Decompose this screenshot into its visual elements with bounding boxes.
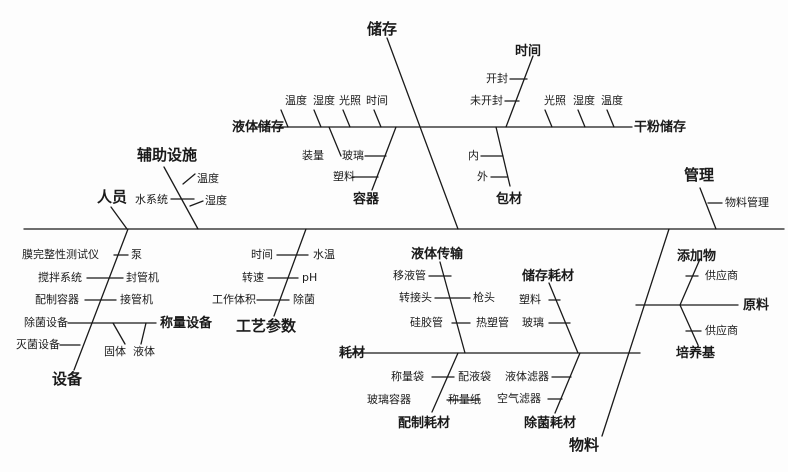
equip-weighing: 称量设备 <box>160 316 213 331</box>
liquid-factor-humidity: 湿度 <box>313 94 335 107</box>
liquid-storage: 液体储存 <box>232 120 285 135</box>
bone-auxiliary <box>163 166 199 230</box>
mat-medium: 培养基 <box>676 346 716 361</box>
cons-gun-head: 枪头 <box>473 291 495 304</box>
equip-sterilizer: 灭菌设备 <box>16 338 60 351</box>
proc-water-temp: 水温 <box>313 248 335 261</box>
category-consumables: 耗材 <box>339 346 366 361</box>
storage-plastic: 塑料 <box>333 170 355 183</box>
cons-liquid-transfer: 液体传输 <box>411 247 464 262</box>
cons-glass: 玻璃 <box>522 316 544 329</box>
category-storage: 储存 <box>367 20 398 38</box>
cons-sterilizing: 除菌耗材 <box>524 416 577 431</box>
aux-temperature: 温度 <box>197 172 219 185</box>
proc-ph: pH <box>302 271 318 284</box>
aux-water-system: 水系统 <box>135 193 168 206</box>
cons-storage: 储存耗材 <box>522 269 575 284</box>
equip-mixing-container: 配制容器 <box>35 293 79 306</box>
storage-glass: 玻璃 <box>342 149 364 162</box>
cons-mixing: 配制耗材 <box>398 416 451 431</box>
category-materials: 物料 <box>569 436 600 454</box>
equip-integrity-tester: 膜完整性测试仪 <box>22 248 99 261</box>
cons-air-filter: 空气滤器 <box>497 392 541 405</box>
bone-personnel <box>110 206 128 230</box>
equip-sterilizing: 除菌设备 <box>24 316 68 329</box>
cons-adapter: 转接头 <box>399 291 432 304</box>
storage-unopened: 未开封 <box>470 94 503 107</box>
bone-process <box>273 228 307 317</box>
proc-sterilization: 除菌 <box>293 293 315 306</box>
equip-tube-welder: 接管机 <box>120 293 153 306</box>
category-process-params: 工艺参数 <box>236 317 297 335</box>
equip-solid: 固体 <box>104 345 126 358</box>
equip-liquid: 液体 <box>133 345 155 358</box>
proc-speed: 转速 <box>242 271 264 284</box>
cons-liquid-filter: 液体滤器 <box>505 370 549 383</box>
category-personnel: 人员 <box>97 188 128 206</box>
bone-management <box>699 187 717 230</box>
category-auxiliary: 辅助设施 <box>137 146 198 164</box>
category-management: 管理 <box>684 166 715 184</box>
storage-container: 容器 <box>353 192 380 207</box>
bone-materials <box>601 228 670 437</box>
dry-factor-temp: 温度 <box>601 94 623 107</box>
proc-volume: 工作体积 <box>212 293 256 306</box>
mat-supplier-2: 供应商 <box>705 324 738 337</box>
proc-time: 时间 <box>251 248 273 261</box>
cons-transfer-tube: 移液管 <box>393 269 426 282</box>
storage-packaging: 包材 <box>496 192 523 207</box>
storage-time: 时间 <box>515 44 542 59</box>
mat-raw-material: 原料 <box>743 298 770 313</box>
liquid-factor-time: 时间 <box>366 94 388 107</box>
cons-glass-container: 玻璃容器 <box>367 393 411 406</box>
aux-humidity: 湿度 <box>205 194 227 207</box>
cons-silicone-tube: 硅胶管 <box>410 316 443 329</box>
storage-loading: 装量 <box>302 149 324 162</box>
cons-weighing-bag: 称量袋 <box>391 370 424 383</box>
dry-storage: 干粉储存 <box>634 120 687 135</box>
mat-supplier-1: 供应商 <box>705 269 738 282</box>
liquid-factor-temp: 温度 <box>285 94 307 107</box>
pack-outer: 外 <box>477 170 488 183</box>
mat-additive: 添加物 <box>677 249 717 264</box>
dry-factor-humidity: 湿度 <box>573 94 595 107</box>
cons-weighing-paper: 称量纸 <box>448 393 481 406</box>
equip-tube-sealer: 封管机 <box>126 271 159 284</box>
mgmt-material-management: 物料管理 <box>725 196 769 209</box>
cons-plastic: 塑料 <box>519 293 541 306</box>
cons-thermoplastic-tube: 热塑管 <box>476 316 509 329</box>
cons-mixing-bag: 配液袋 <box>458 370 491 383</box>
storage-opened: 开封 <box>486 72 508 85</box>
equip-pump: 泵 <box>131 248 142 261</box>
liquid-factor-light: 光照 <box>339 94 361 107</box>
equip-mixing-system: 搅拌系统 <box>38 271 82 284</box>
pack-inner: 内 <box>468 149 479 162</box>
dry-factor-light: 光照 <box>544 94 566 107</box>
bone-storage <box>386 37 459 230</box>
category-equipment: 设备 <box>52 370 83 388</box>
